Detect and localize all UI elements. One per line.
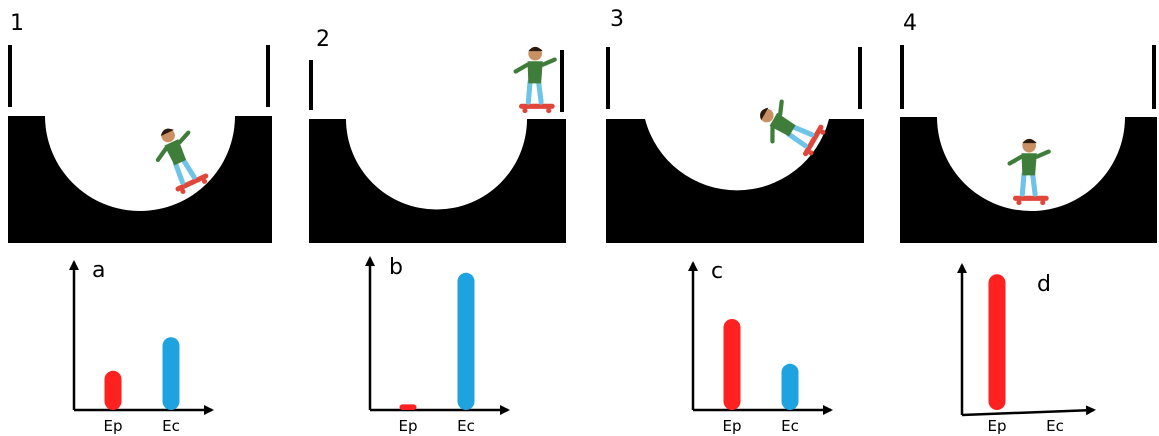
halfpipe-ramp	[900, 117, 1157, 243]
left-wall	[8, 45, 12, 107]
bar-ep	[723, 319, 741, 410]
tick-label-ep: Ep	[723, 417, 742, 435]
scene-2: 2 b Ep Ec	[309, 27, 566, 435]
scene-number: 4	[903, 11, 917, 36]
bar-ec	[162, 337, 180, 410]
scene-1: 1 a Ep Ec	[8, 11, 272, 435]
scene-number: 2	[316, 27, 330, 52]
tick-label-ec: Ec	[162, 417, 180, 435]
scene-3: 3 c Ep Ec	[606, 7, 864, 435]
energy-chart-c: c Ep Ec	[688, 259, 833, 435]
energy-chart-b: b Ep Ec	[365, 255, 510, 435]
halfpipe-ramp	[606, 119, 864, 243]
skater	[148, 121, 211, 198]
right-wall	[1152, 45, 1156, 109]
tick-label-ep: Ep	[988, 417, 1007, 435]
right-wall	[858, 47, 862, 109]
skater	[516, 47, 555, 113]
chart-letter: a	[92, 258, 105, 283]
energy-chart-a: a Ep Ec	[69, 258, 214, 435]
energy-chart-d: d Ep Ec	[957, 263, 1096, 435]
left-wall	[900, 45, 904, 109]
left-wall	[606, 47, 610, 109]
left-wall	[309, 60, 313, 110]
scene-number: 1	[10, 11, 24, 36]
skater	[1010, 139, 1049, 205]
right-wall	[266, 45, 270, 107]
chart-letter: c	[711, 259, 723, 284]
right-wall	[560, 50, 564, 112]
bar-ec	[457, 272, 475, 410]
tick-label-ec: Ec	[781, 417, 799, 435]
halfpipe-ramp	[8, 116, 272, 243]
halfpipe-ramp	[309, 119, 566, 243]
chart-letter: b	[389, 255, 403, 280]
bar-ep	[988, 274, 1006, 410]
tick-label-ec: Ec	[457, 417, 475, 435]
bar-ep	[104, 370, 122, 410]
tick-label-ep: Ep	[104, 417, 123, 435]
bar-ec	[781, 363, 799, 410]
scene-number: 3	[610, 7, 624, 32]
x-axis	[961, 405, 1096, 417]
tick-label-ep: Ep	[399, 417, 418, 435]
chart-letter: d	[1037, 272, 1051, 297]
scene-4: 4 d Ep Ec	[900, 11, 1157, 435]
tick-label-ec: Ec	[1046, 417, 1064, 435]
bar-ep	[399, 404, 417, 410]
